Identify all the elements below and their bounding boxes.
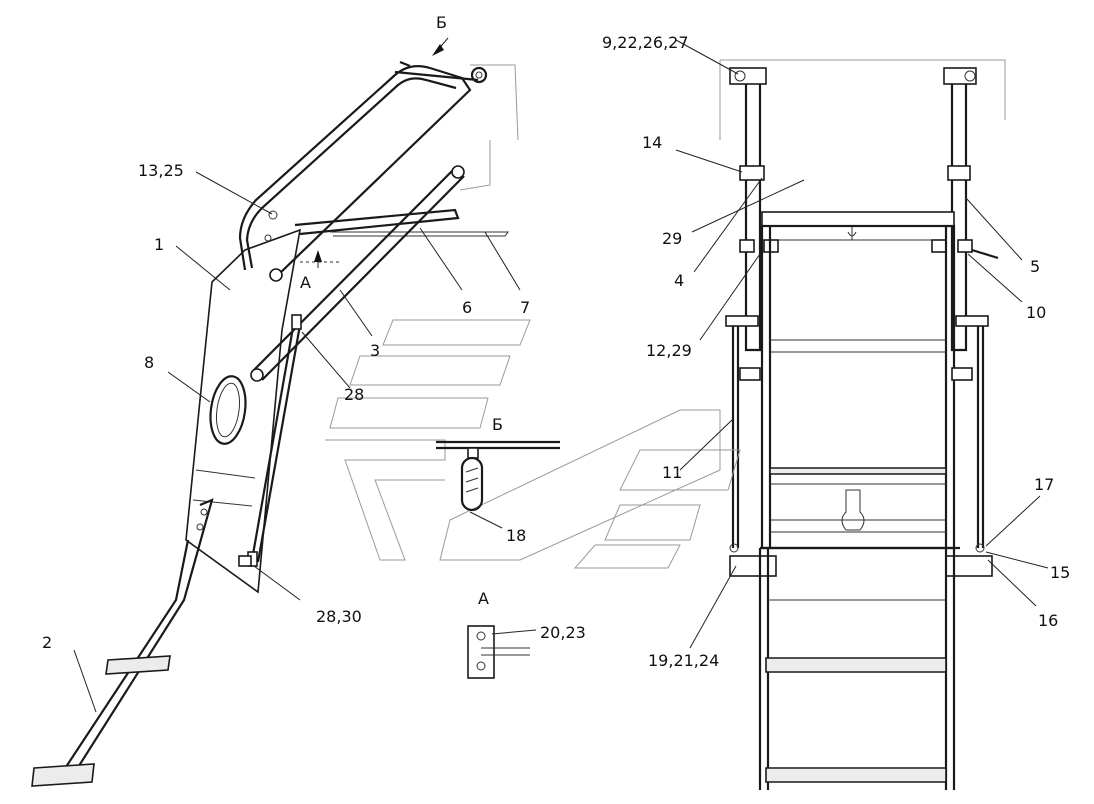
detail-a — [467, 625, 530, 679]
faint-background-shapes — [325, 319, 741, 569]
section-a-arrow-label: A — [300, 273, 311, 292]
panel-oval-window — [209, 375, 247, 445]
callout-labels: Б A Б A 13,25 1 8 2 3 6 7 28 28,30 18 20… — [42, 13, 1070, 670]
callout-3: 3 — [370, 341, 380, 360]
callout-12-29: 12,29 — [646, 341, 692, 360]
front-step-1 — [765, 657, 947, 673]
side-panel — [185, 228, 302, 594]
leader-lines — [73, 39, 1049, 713]
callout-8: 8 — [144, 353, 154, 372]
view-b-arrow-label: Б — [436, 13, 447, 32]
callout-28-30: 28,30 — [316, 607, 362, 626]
callout-10: 10 — [1026, 303, 1046, 322]
callout-18: 18 — [506, 526, 526, 545]
callout-16: 16 — [1038, 611, 1058, 630]
callout-2: 2 — [42, 633, 52, 652]
lower-step-2 — [31, 763, 95, 787]
callout-7: 7 — [520, 298, 530, 317]
view-b-title: Б — [492, 415, 503, 434]
callout-4: 4 — [674, 271, 684, 290]
section-a-title: A — [478, 589, 489, 608]
callout-14: 14 — [642, 133, 662, 152]
front-view — [719, 59, 1006, 790]
callout-5: 5 — [1030, 257, 1040, 276]
callout-15: 15 — [1050, 563, 1070, 582]
callout-6: 6 — [462, 298, 472, 317]
ladder-frame — [760, 224, 956, 550]
callout-28: 28 — [344, 385, 364, 404]
side-view — [31, 37, 519, 787]
lower-step-1 — [105, 655, 171, 675]
detail-b — [436, 440, 560, 512]
callout-1: 1 — [154, 235, 164, 254]
callout-29: 29 — [662, 229, 682, 248]
lower-ladder-leg — [59, 498, 214, 781]
callout-20-23: 20,23 — [540, 623, 586, 642]
callout-19-21-24: 19,21,24 — [648, 651, 719, 670]
top-platform — [761, 211, 955, 227]
handrail-loop — [238, 65, 472, 276]
callout-9-22-26-27: 9,22,26,27 — [602, 33, 689, 52]
callout-17: 17 — [1034, 475, 1054, 494]
callout-13-25: 13,25 — [138, 161, 184, 180]
callout-11: 11 — [662, 463, 682, 482]
front-step-2 — [765, 767, 947, 783]
